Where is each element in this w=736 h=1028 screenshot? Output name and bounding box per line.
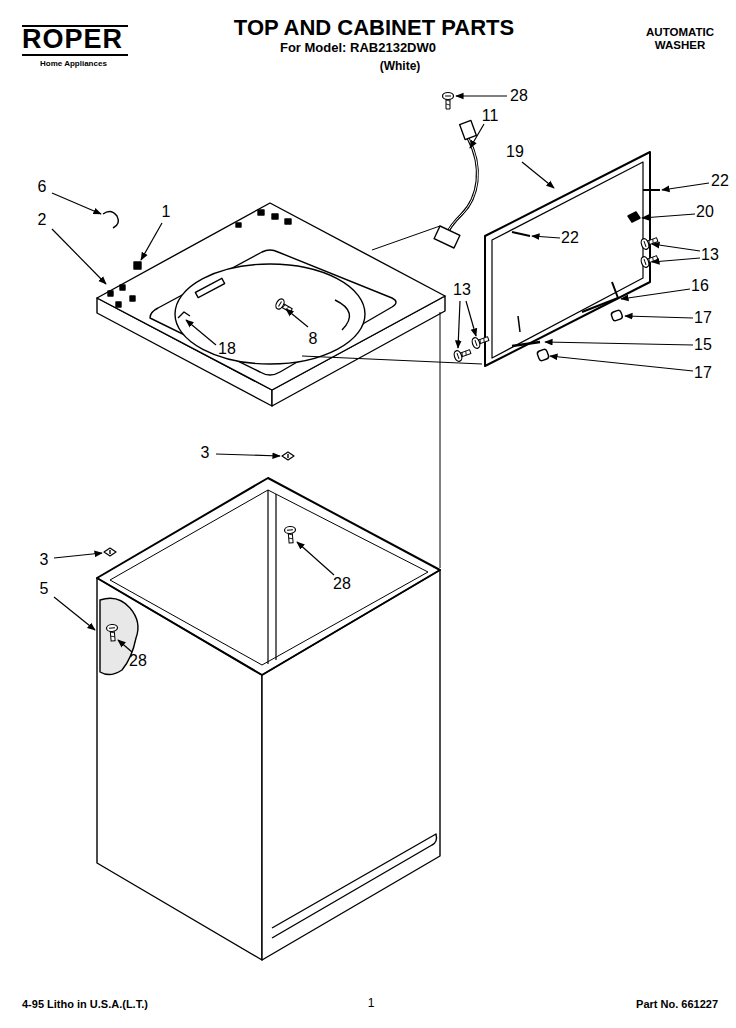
leader-line <box>621 289 690 299</box>
leader-line <box>52 193 101 214</box>
callout-number: 3 <box>201 444 210 462</box>
callout-number: 19 <box>506 143 524 161</box>
callout-number: 18 <box>218 340 236 358</box>
callout-number: 16 <box>691 277 709 295</box>
page-title: TOP AND CABINET PARTS <box>234 16 514 40</box>
leader-line <box>118 640 132 652</box>
leader-line <box>456 95 507 96</box>
leader-line <box>54 553 102 558</box>
callout-number: 13 <box>701 246 719 264</box>
callout-number: 17 <box>694 309 712 327</box>
leader-line <box>522 162 554 188</box>
leader-line <box>297 542 334 575</box>
leader-line <box>652 244 700 251</box>
leader-line <box>532 236 560 238</box>
color-name: (White) <box>380 60 421 73</box>
leader-line <box>458 301 460 348</box>
callout-number: 5 <box>40 580 49 598</box>
brand-tagline: Home Appliances <box>40 60 107 69</box>
leader-line <box>286 309 308 327</box>
callout-number: 3 <box>40 551 49 569</box>
print-note: 4-95 Litho in U.S.A.(L.T.) <box>22 998 148 1010</box>
callout-number: 15 <box>694 336 712 354</box>
callout-number: 2 <box>38 211 47 229</box>
leader-line <box>652 258 700 262</box>
callout-number: 11 <box>482 107 499 125</box>
brand-logo: ROPER <box>22 25 123 55</box>
callout-number: 20 <box>696 203 714 221</box>
product-type: AUTOMATIC WASHER <box>639 26 721 51</box>
callout-number: 6 <box>38 178 47 196</box>
leader-line <box>54 597 95 630</box>
leader-line <box>545 342 693 345</box>
callout-number: 22 <box>561 229 579 247</box>
leader-line <box>186 320 216 345</box>
leader-line <box>625 316 693 318</box>
callout-number: 1 <box>162 203 171 221</box>
leader-line <box>466 301 476 336</box>
part-number: Part No. 661227 <box>636 998 718 1010</box>
callout-number: 8 <box>309 330 318 348</box>
callout-number: 28 <box>510 87 528 105</box>
callout-number: 28 <box>333 575 351 593</box>
leader-line <box>550 356 693 371</box>
callout-number: 13 <box>453 281 471 299</box>
leader-line <box>662 183 709 190</box>
callout-number: 22 <box>711 172 729 190</box>
leader-line <box>52 229 106 284</box>
page-number: 1 <box>368 997 375 1010</box>
leader-line <box>141 223 162 260</box>
leader-line <box>642 214 695 218</box>
model-number: For Model: RAB2132DW0 <box>280 41 436 55</box>
callout-number: 17 <box>694 364 712 382</box>
leader-line <box>470 124 484 148</box>
callout-number: 28 <box>129 652 147 670</box>
leader-line <box>216 454 280 456</box>
